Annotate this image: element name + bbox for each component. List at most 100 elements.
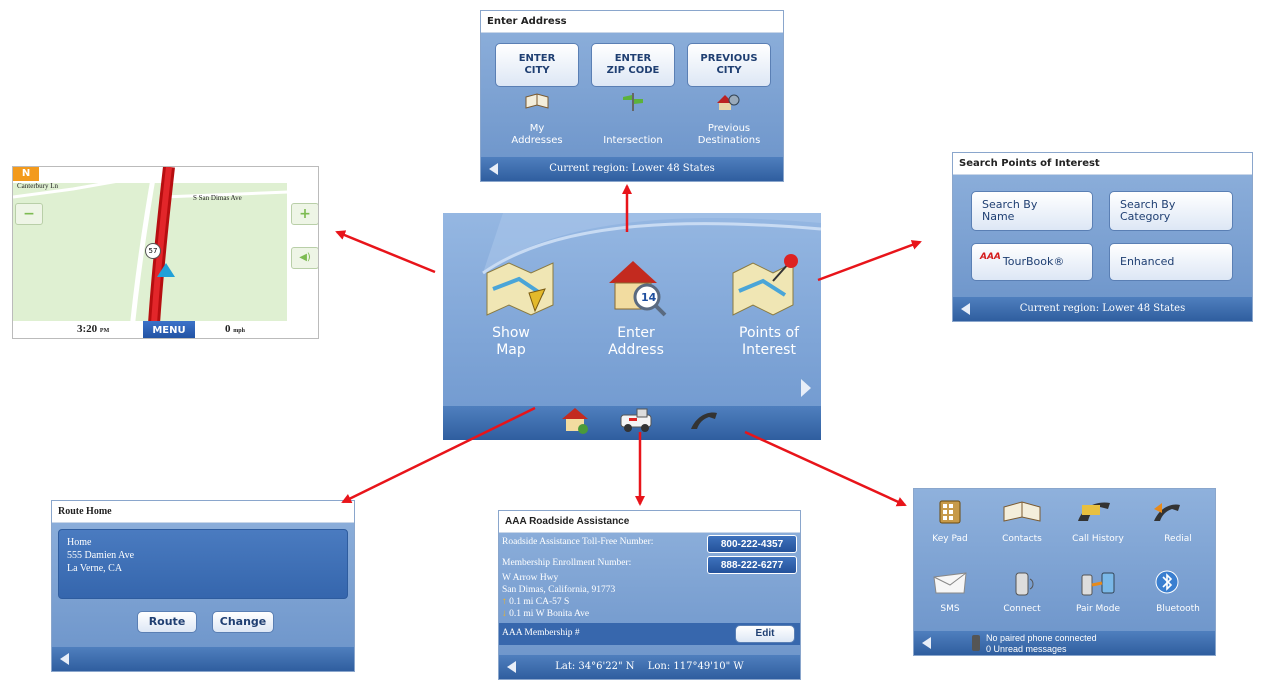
map-view-panel: N Canterbury Ln S San Dimas Ave 57 − + ◀…: [12, 166, 319, 339]
zoom-out-button[interactable]: −: [15, 203, 43, 225]
back-arrow-icon[interactable]: [961, 303, 970, 315]
previous-destinations-icon[interactable]: [715, 91, 741, 111]
status-bar: Current region: Lower 48 States: [953, 297, 1252, 321]
panel-title: AAA Roadside Assistance: [499, 511, 800, 533]
phone-icon[interactable]: [687, 409, 719, 433]
status-bar: Current region: Lower 48 States: [481, 157, 783, 181]
back-arrow-icon[interactable]: [507, 661, 516, 673]
connect-label[interactable]: Connect: [1003, 604, 1041, 614]
region-status: Current region: Lower 48 States: [1019, 303, 1186, 314]
arrow-up-icon: ↑: [502, 597, 507, 607]
volume-button[interactable]: ◀): [291, 247, 318, 269]
address-line: La Verne, CA: [67, 563, 123, 574]
tourbook-button[interactable]: AAA TourBook®: [971, 243, 1093, 281]
contacts-icon[interactable]: [1002, 499, 1042, 525]
back-arrow-icon[interactable]: [60, 653, 69, 665]
menu-button[interactable]: MENU: [143, 321, 195, 338]
direction-line: ↓ 0.1 mi W Bonita Ave: [502, 609, 590, 619]
location-line: San Dimas, California, 91773: [502, 585, 616, 595]
key-pad-icon[interactable]: [934, 499, 964, 525]
status-bar: [52, 647, 354, 671]
enter-address-icon[interactable]: [603, 253, 669, 319]
roadside-assistance-panel: AAA Roadside Assistance Roadside Assista…: [498, 510, 801, 680]
compass-badge[interactable]: N: [13, 167, 39, 181]
decorative-swoosh: [482, 213, 821, 275]
arrow-down-icon: ↓: [502, 609, 507, 619]
connect-icon[interactable]: [1008, 569, 1038, 597]
redial-label[interactable]: Redial: [1164, 534, 1192, 544]
map-canvas[interactable]: [13, 167, 319, 339]
route-shield-icon: 57: [145, 243, 161, 259]
roadside-assistance-icon[interactable]: [619, 407, 655, 433]
enroll-label: Membership Enrollment Number:: [502, 558, 632, 568]
pair-mode-label[interactable]: Pair Mode: [1075, 604, 1121, 614]
route-home-icon[interactable]: [559, 405, 591, 435]
call-history-label[interactable]: Call History: [1072, 534, 1124, 544]
arrow-to-phone: [744, 430, 907, 507]
speed-display: 0 mph: [225, 323, 245, 335]
sms-icon[interactable]: [932, 571, 968, 595]
points-of-interest-icon[interactable]: [729, 251, 801, 317]
next-page-arrow-icon[interactable]: [801, 379, 811, 397]
aaa-logo-icon: AAA: [980, 252, 1001, 262]
house-number-label: 14: [641, 291, 657, 304]
contacts-label[interactable]: Contacts: [1002, 534, 1042, 544]
phone-status-icon: [972, 635, 980, 651]
membership-label: AAA Membership #: [502, 628, 580, 638]
phone-panel: Key Pad Contacts Call History Redial SMS…: [913, 488, 1216, 656]
change-button[interactable]: Change: [212, 611, 274, 633]
clock-display: 3:20 PM: [77, 323, 110, 335]
panel-title: Enter Address: [481, 11, 783, 33]
back-arrow-icon[interactable]: [489, 163, 498, 175]
home-address-box: Home 555 Damien Ave La Verne, CA: [58, 529, 348, 599]
call-history-icon[interactable]: [1074, 497, 1114, 525]
street-label: Canterbury Ln: [17, 182, 59, 190]
panel-title: Search Points of Interest: [953, 153, 1252, 175]
zoom-in-button[interactable]: +: [291, 203, 318, 225]
route-home-panel: Route Home Home 555 Damien Ave La Verne,…: [51, 500, 355, 672]
region-status: Current region: Lower 48 States: [549, 163, 715, 174]
enroll-number-button[interactable]: 888-222-6277: [707, 556, 797, 574]
redial-icon[interactable]: [1150, 499, 1184, 525]
vehicle-position-icon: [157, 263, 175, 277]
tollfree-label: Roadside Assistance Toll-Free Number:: [502, 537, 654, 547]
intersection-label[interactable]: Intersection: [603, 135, 663, 146]
direction-line: ↑ 0.1 mi CA-57 S: [502, 597, 570, 607]
longitude: Lon: 117°49'10" W: [647, 661, 744, 672]
street-label: S San Dimas Ave: [193, 194, 242, 202]
route-button[interactable]: Route: [137, 611, 197, 633]
bluetooth-icon[interactable]: [1154, 569, 1180, 595]
show-map-icon[interactable]: [483, 259, 559, 319]
arrow-to-poi: [817, 240, 922, 282]
bluetooth-label[interactable]: Bluetooth: [1156, 604, 1200, 614]
intersection-icon[interactable]: [621, 91, 645, 111]
address-line: 555 Damien Ave: [67, 550, 135, 561]
panel-title: Route Home: [52, 501, 354, 523]
phone-status-text: No paired phone connected 0 Unread messa…: [986, 633, 1097, 654]
key-pad-label[interactable]: Key Pad: [932, 534, 968, 544]
my-addresses-icon[interactable]: [525, 93, 549, 109]
latitude: Lat: 34°6'22" N: [555, 661, 635, 672]
tollfree-number-button[interactable]: 800-222-4357: [707, 535, 797, 553]
enhanced-button[interactable]: Enhanced: [1109, 243, 1233, 281]
edit-button[interactable]: Edit: [735, 625, 795, 643]
back-arrow-icon[interactable]: [922, 637, 931, 649]
pair-mode-icon[interactable]: [1080, 569, 1116, 597]
membership-row: [499, 623, 800, 645]
sms-label[interactable]: SMS: [940, 604, 960, 614]
status-bar: No paired phone connected 0 Unread messa…: [914, 631, 1215, 655]
arrow-to-map: [335, 230, 436, 274]
